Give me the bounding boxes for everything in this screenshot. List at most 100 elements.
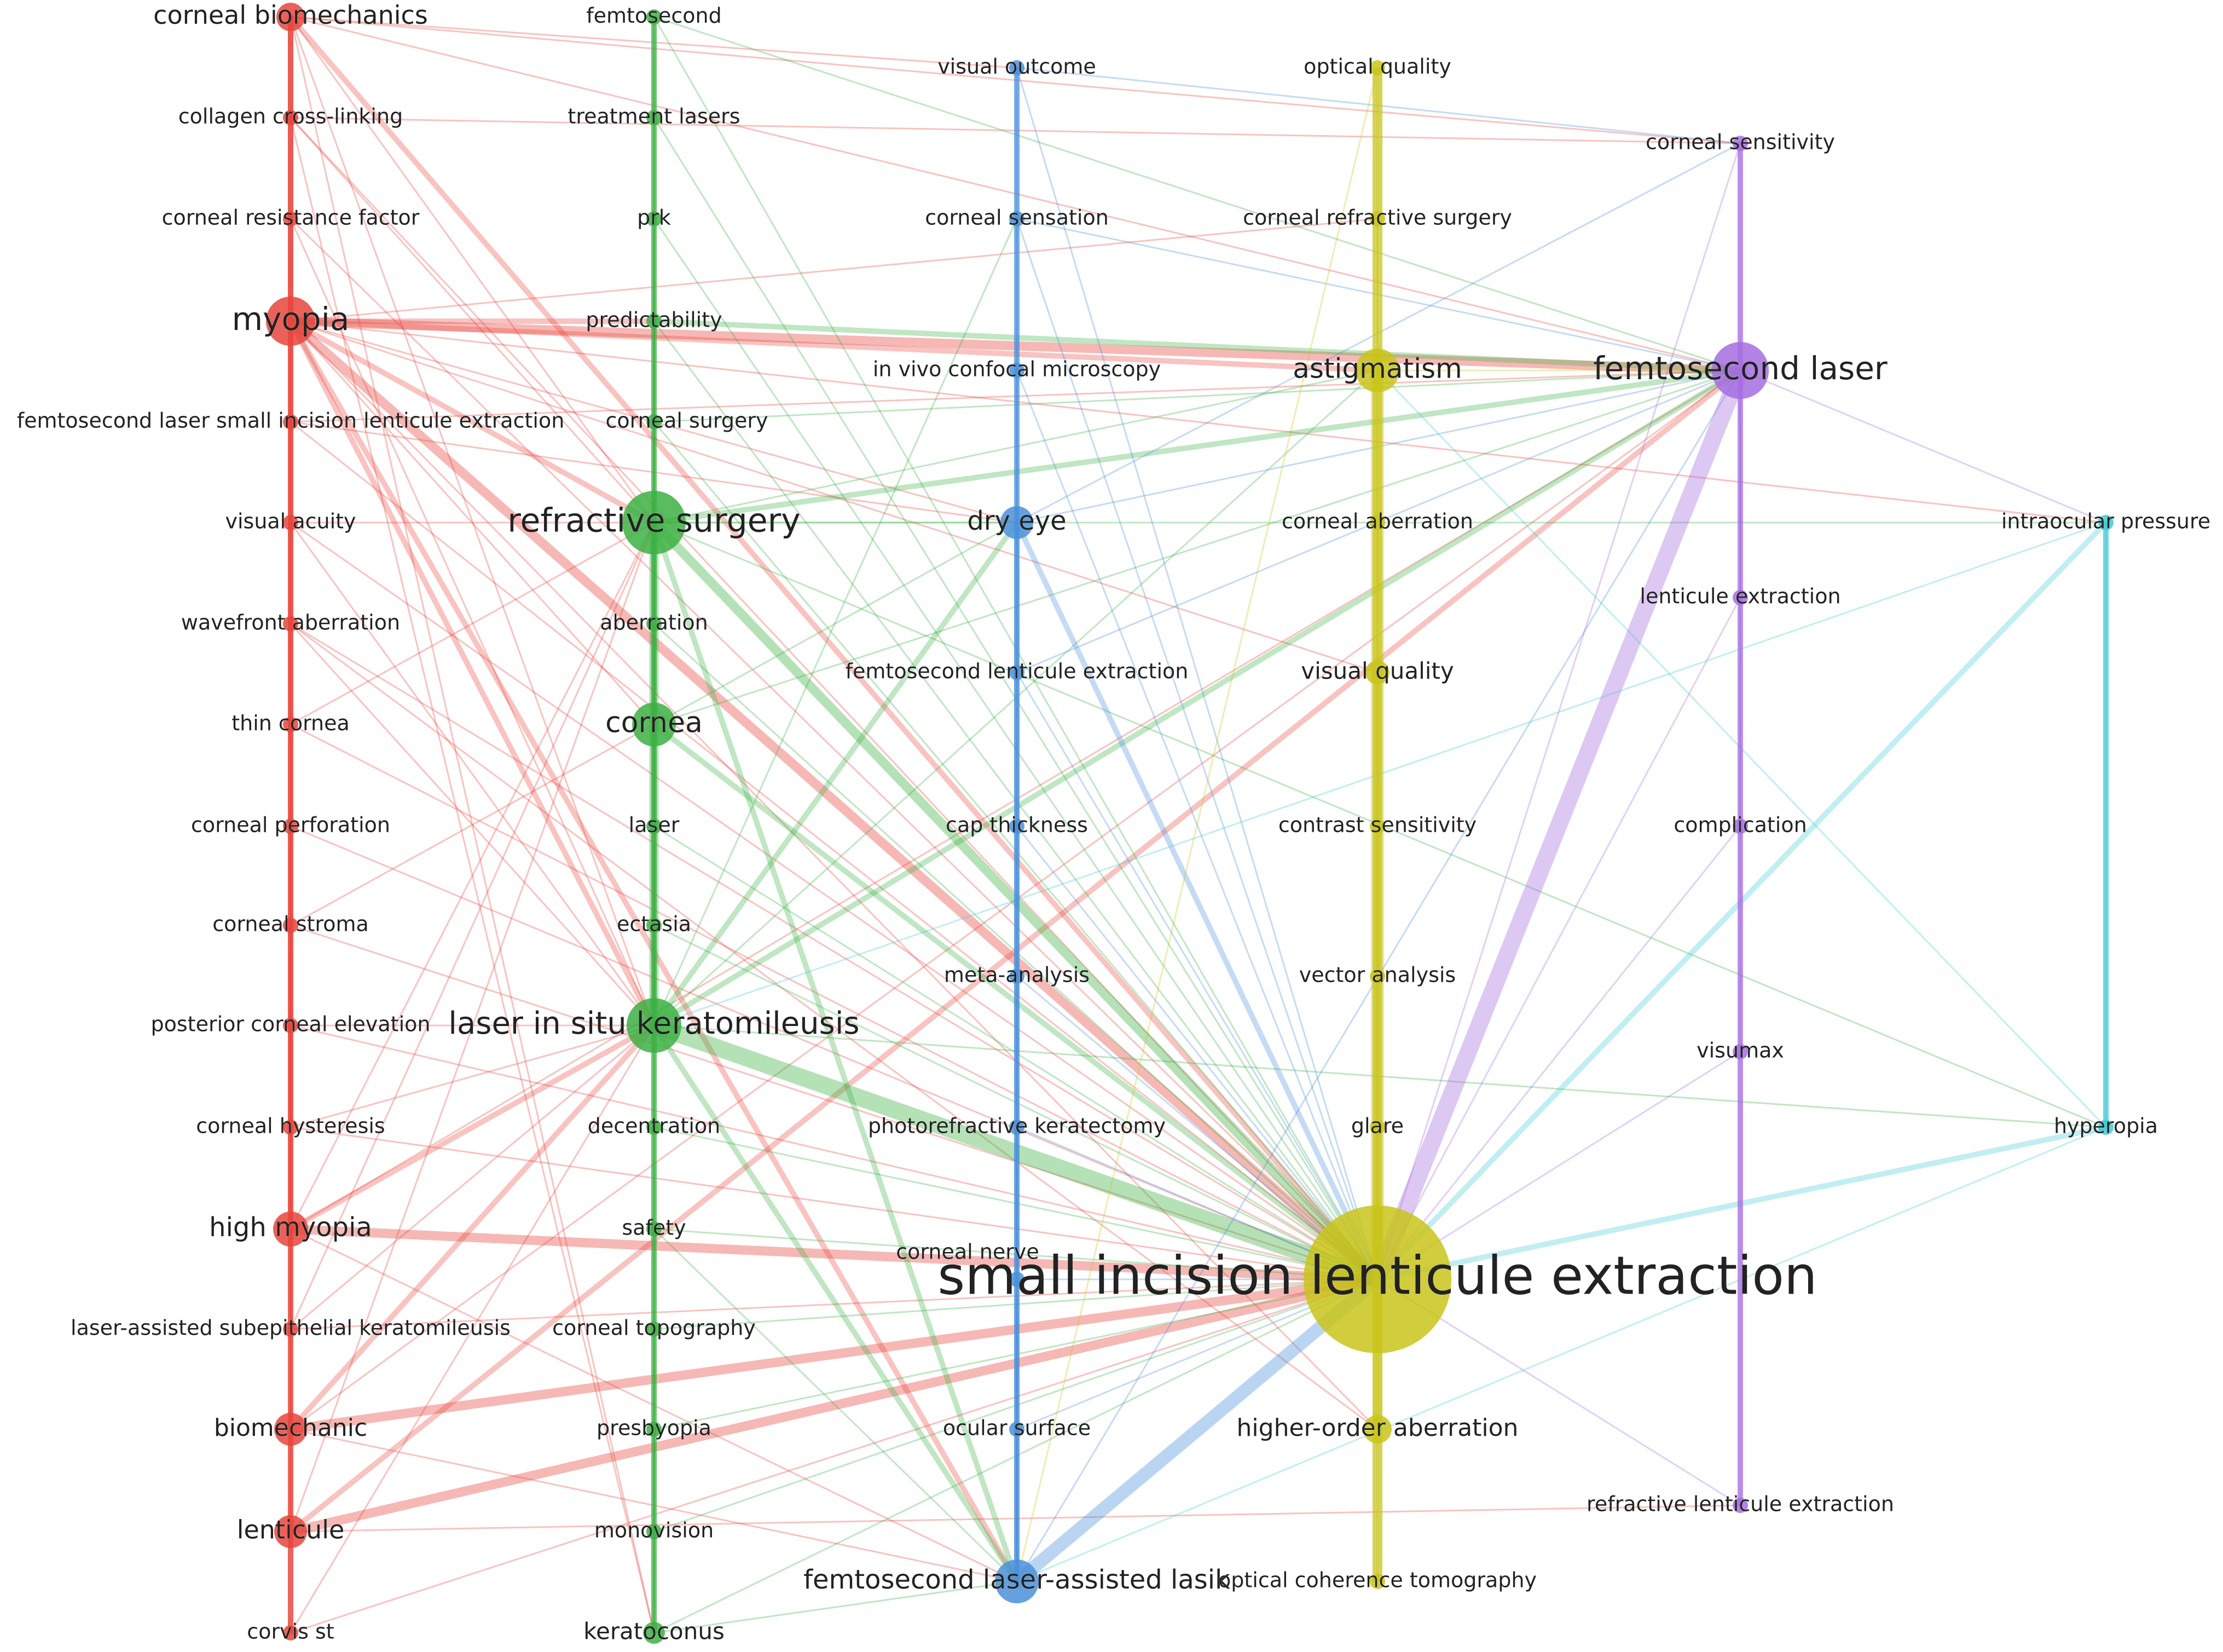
link-corvis-st-lasik xyxy=(290,1024,655,1634)
node-confocal-microscopy[interactable] xyxy=(1009,363,1024,378)
node-treatment-lasers[interactable] xyxy=(646,110,662,125)
node-predictability[interactable] xyxy=(646,314,662,329)
link-biomechanic-smile xyxy=(286,1274,1382,1434)
label-corneal-perforation: corneal perforation xyxy=(191,813,390,837)
node-femtosecond[interactable] xyxy=(646,9,662,25)
node-ocular-surface[interactable] xyxy=(1009,1422,1024,1437)
node-laser[interactable] xyxy=(646,819,662,834)
node-visual-quality[interactable] xyxy=(1365,660,1390,685)
link-high-myopia-refractive-surgery xyxy=(290,521,655,1230)
node-biomechanic[interactable] xyxy=(274,1413,307,1446)
label-astigmatism: astigmatism xyxy=(1293,353,1462,385)
node-refractive-surgery[interactable] xyxy=(622,491,686,554)
link-myopia-smile xyxy=(286,316,1382,1284)
link-corneal-sensation-smile xyxy=(1016,218,1379,1280)
node-hyperopia[interactable] xyxy=(2098,1120,2114,1135)
link-myopia-corneal-refractive-surgery xyxy=(290,218,1379,322)
node-corneal-sensitivity[interactable] xyxy=(1733,136,1748,151)
node-myopia[interactable] xyxy=(266,297,315,346)
node-monovision[interactable] xyxy=(646,1524,662,1539)
link-lasik-dry-eye xyxy=(651,520,1020,1028)
node-oct[interactable] xyxy=(1370,1574,1385,1589)
node-optical-quality[interactable] xyxy=(1370,60,1385,76)
link-cornea-dry-eye xyxy=(653,521,1018,726)
node-collagen-cross-linking[interactable] xyxy=(283,110,298,125)
node-intraocular-pressure[interactable] xyxy=(2098,515,2114,530)
link-predictability-femtosecond-laser xyxy=(651,318,1743,373)
link-femtosecond-laser-smile-smile xyxy=(290,421,1379,1280)
node-high-myopia[interactable] xyxy=(273,1212,308,1247)
node-corneal-stroma[interactable] xyxy=(283,918,298,933)
label-femtosecond-laser: femtosecond laser xyxy=(1593,350,1888,387)
node-thin-cornea[interactable] xyxy=(283,717,298,732)
node-corneal-biomechanics[interactable] xyxy=(276,3,305,31)
node-aberration[interactable] xyxy=(646,616,662,631)
label-relex: refractive lenticule extraction xyxy=(1587,1492,1894,1516)
link-visual-acuity-lasik xyxy=(290,521,655,1027)
node-ectasia[interactable] xyxy=(646,918,662,933)
node-contrast-sensitivity[interactable] xyxy=(1370,819,1385,834)
node-visumax[interactable] xyxy=(1733,1044,1748,1059)
node-cornea[interactable] xyxy=(632,703,676,746)
node-lenticule-extraction[interactable] xyxy=(1733,590,1748,605)
link-corneal-resistance-factor-smile xyxy=(290,218,1379,1280)
node-corneal-hysteresis[interactable] xyxy=(283,1120,298,1135)
node-corneal-refractive-surgery[interactable] xyxy=(1370,211,1385,227)
link-cornea-femtosecond-laser xyxy=(653,369,1741,726)
node-keratoconus[interactable] xyxy=(643,1622,665,1644)
node-dry-eye[interactable] xyxy=(1000,506,1033,539)
label-presbyopia: presbyopia xyxy=(597,1416,711,1440)
node-smile[interactable] xyxy=(1304,1205,1451,1353)
link-corneal-surgery-femtosecond-laser xyxy=(653,369,1741,423)
label-monovision: monovision xyxy=(594,1518,714,1543)
link-hyperopia-fs-lasik xyxy=(1016,1126,2107,1583)
link-lenticule-extraction-smile xyxy=(1376,596,1741,1280)
node-posterior-corneal-elevation[interactable] xyxy=(283,1018,298,1033)
node-corneal-resistance-factor[interactable] xyxy=(283,211,298,227)
node-lasek[interactable] xyxy=(283,1321,298,1337)
node-astigmatism[interactable] xyxy=(1356,349,1399,392)
node-wavefront-aberration[interactable] xyxy=(283,616,298,631)
node-glare[interactable] xyxy=(1370,1120,1385,1135)
node-vector-analysis[interactable] xyxy=(1370,969,1385,984)
link-biomechanic-lasik xyxy=(288,1023,657,1432)
label-laser: laser xyxy=(629,813,680,837)
link-corneal-stroma-cornea xyxy=(290,723,655,926)
link-high-myopia-lasik xyxy=(288,1023,657,1232)
label-oct: optical coherence tomography xyxy=(1218,1568,1537,1592)
node-corneal-nerve[interactable] xyxy=(1009,1272,1024,1287)
node-fs-lasik[interactable] xyxy=(995,1560,1039,1603)
label-thin-cornea: thin cornea xyxy=(231,711,350,735)
node-visual-acuity[interactable] xyxy=(283,515,298,530)
node-flex[interactable] xyxy=(1009,665,1024,680)
node-presbyopia[interactable] xyxy=(646,1422,662,1437)
node-safety[interactable] xyxy=(646,1221,662,1237)
node-corneal-surgery[interactable] xyxy=(646,414,662,430)
node-corneal-perforation[interactable] xyxy=(283,819,298,834)
node-complication[interactable] xyxy=(1733,819,1748,834)
label-myopia: myopia xyxy=(232,300,350,338)
node-femtosecond-laser-smile[interactable] xyxy=(283,414,298,430)
node-corvis-st[interactable] xyxy=(283,1625,298,1641)
node-meta-analysis[interactable] xyxy=(1009,969,1024,984)
node-relex[interactable] xyxy=(1733,1498,1748,1513)
label-corneal-sensitivity: corneal sensitivity xyxy=(1646,130,1835,154)
link-refractive-surgery-femtosecond-laser xyxy=(651,368,1743,525)
link-myopia-astigmatism xyxy=(288,318,1380,373)
node-corneal-sensation[interactable] xyxy=(1009,211,1024,227)
node-hoa[interactable] xyxy=(1363,1415,1392,1444)
node-lenticule[interactable] xyxy=(274,1515,307,1548)
node-corneal-topography[interactable] xyxy=(646,1321,662,1337)
link-corneal-sensitivity-smile xyxy=(1376,142,1741,1280)
label-ocular-surface: ocular surface xyxy=(943,1416,1091,1440)
node-corneal-aberration[interactable] xyxy=(1370,515,1385,530)
node-lasik[interactable] xyxy=(627,998,681,1053)
node-visual-outcome[interactable] xyxy=(1009,60,1024,76)
node-cap-thickness[interactable] xyxy=(1009,819,1024,834)
node-femtosecond-laser[interactable] xyxy=(1712,342,1769,399)
node-prk[interactable] xyxy=(646,211,662,227)
link-myopia-refractive-surgery xyxy=(288,318,657,525)
node-photorefractive-keratectomy[interactable] xyxy=(1009,1120,1024,1135)
links-layer xyxy=(286,14,2109,1636)
node-decentration[interactable] xyxy=(646,1120,662,1135)
